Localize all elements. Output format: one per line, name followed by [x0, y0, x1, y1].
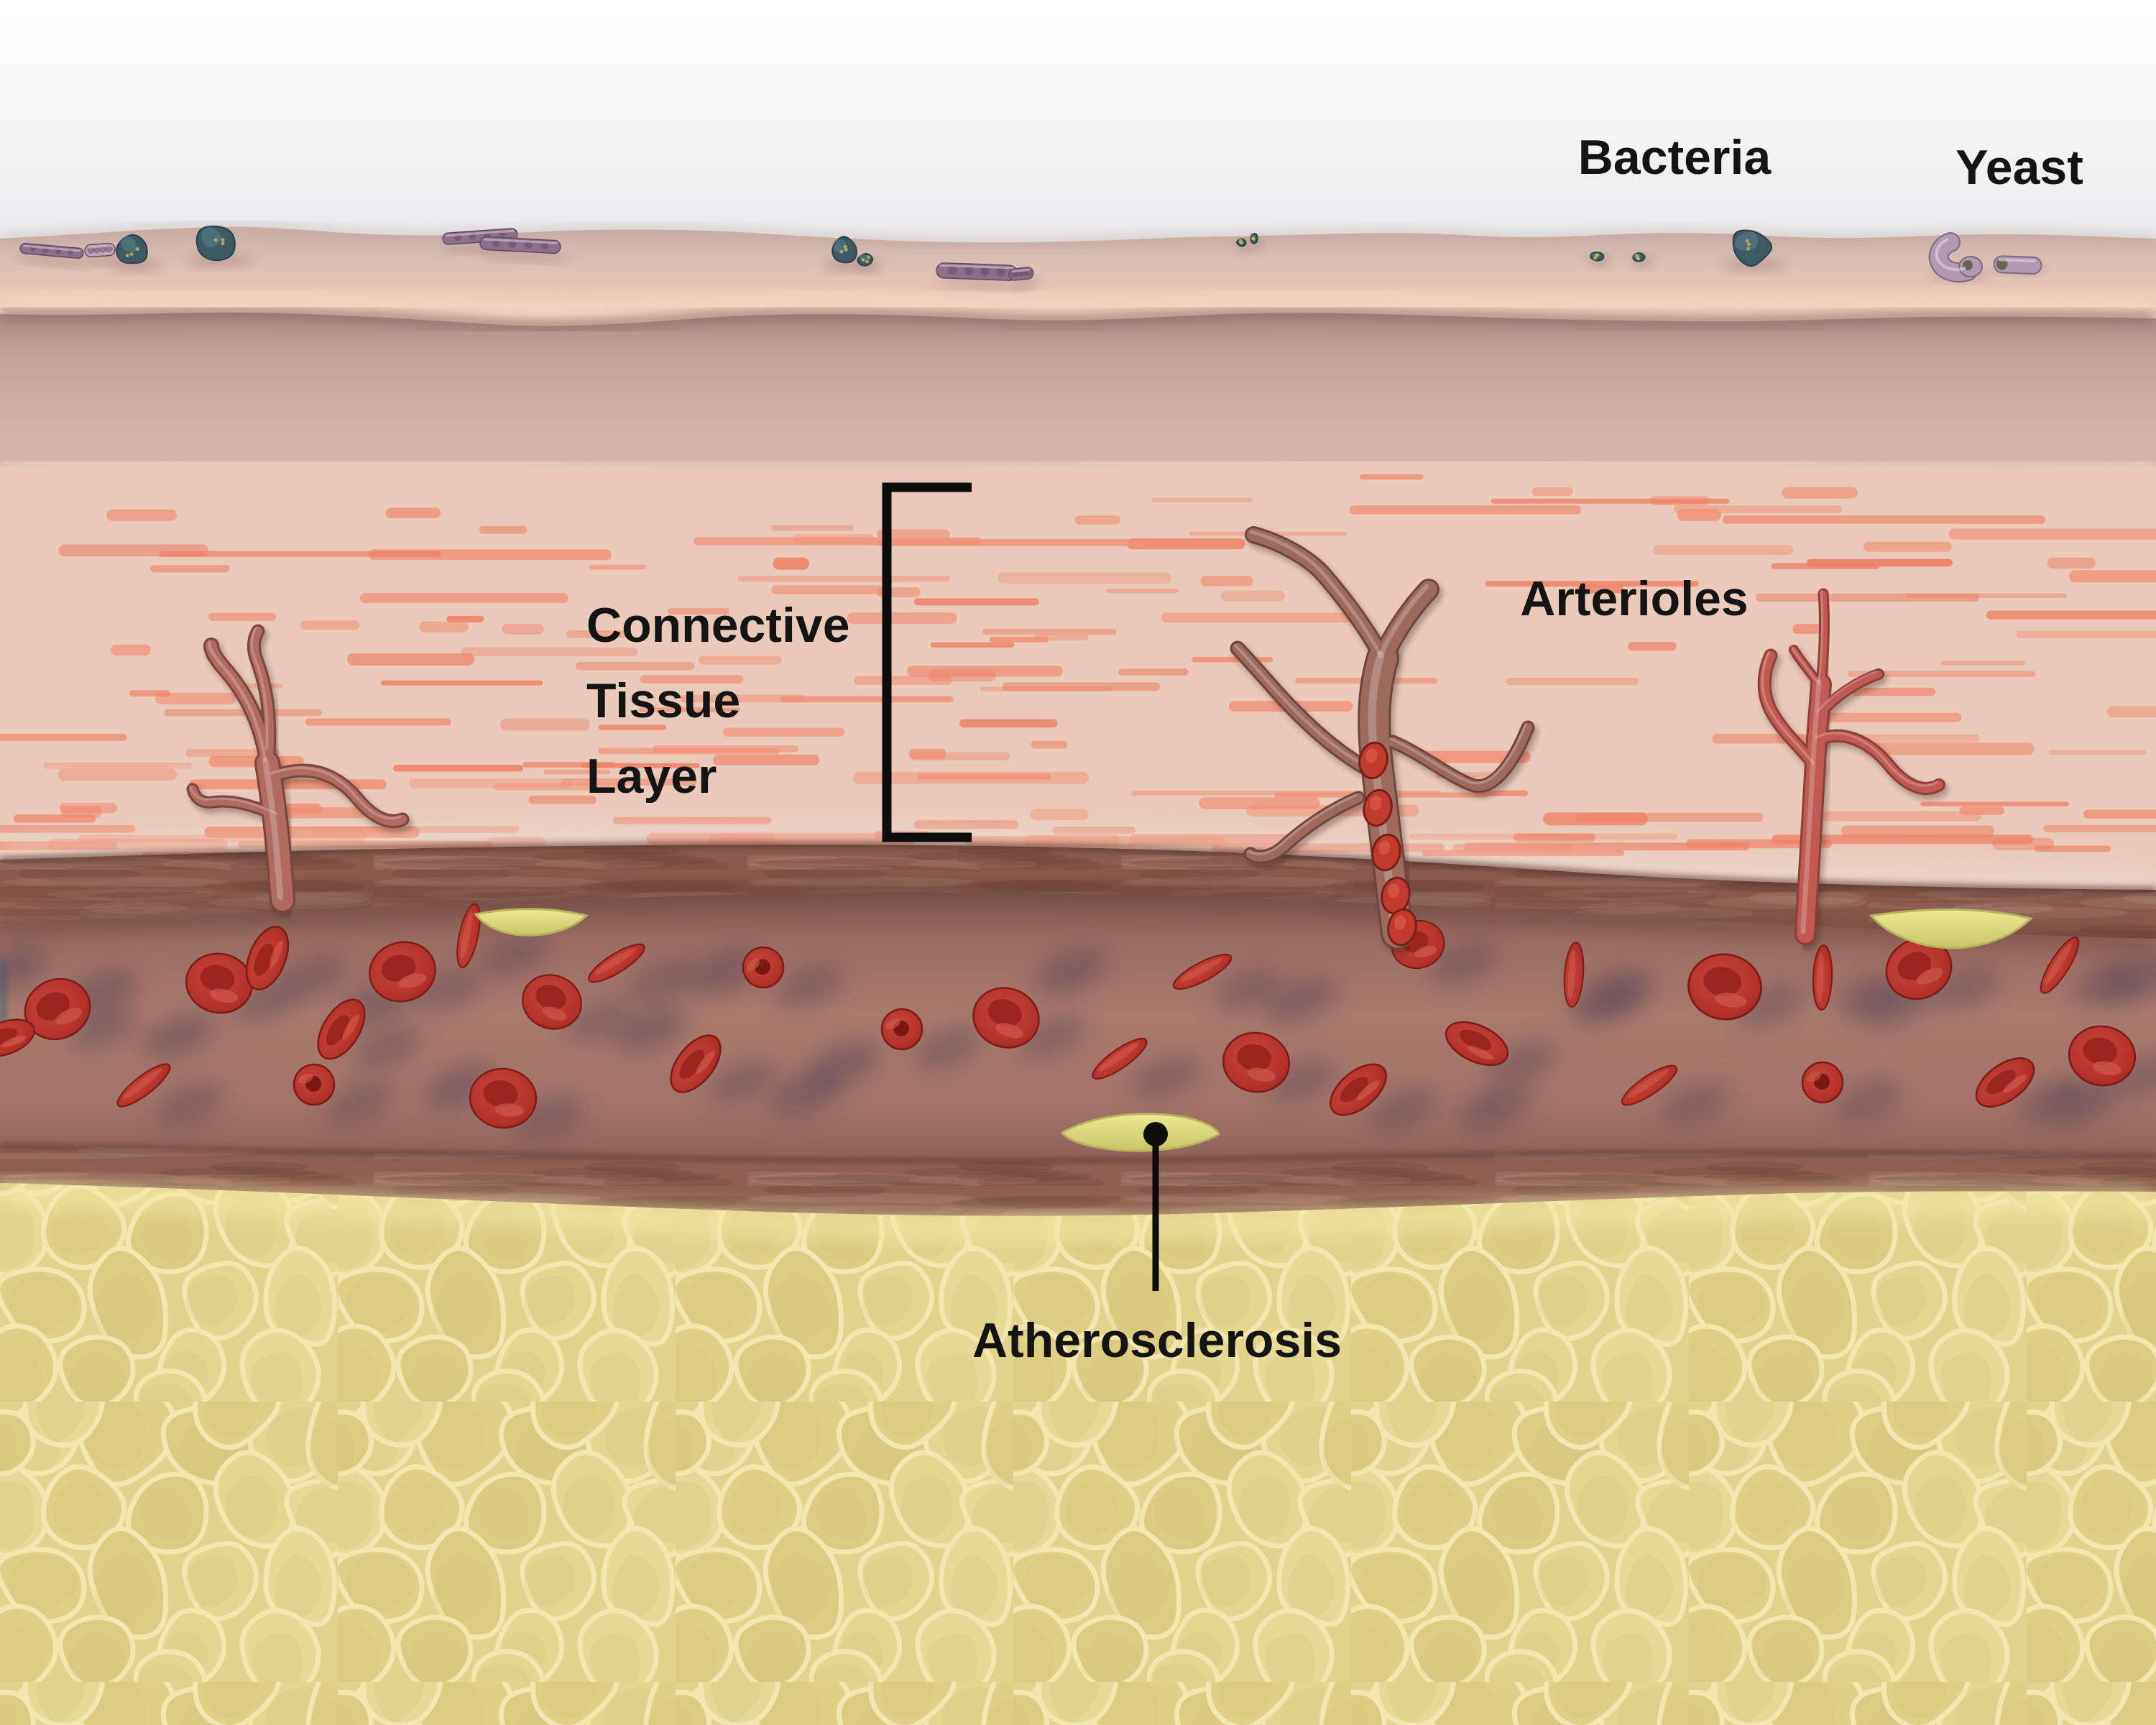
rbc-shadows	[0, 933, 2156, 1138]
arteriole-rbc	[1358, 741, 1388, 780]
red-blood-cell	[1975, 1057, 2035, 1108]
red-blood-cell	[742, 946, 785, 989]
red-blood-cell	[469, 1067, 538, 1129]
red-blood-cell	[185, 952, 254, 1014]
arterioles-group	[186, 526, 1949, 954]
plaque-top-right	[1869, 908, 2034, 949]
atherosclerosis-pointer-dot	[1143, 1122, 1168, 1146]
label-bacteria: Bacteria	[1578, 130, 1772, 185]
arteriole-center	[1230, 526, 1538, 954]
arteriole-rbc	[1371, 833, 1401, 872]
bacteria-rock	[856, 252, 882, 272]
plaque-bottom-center	[1060, 1113, 1220, 1152]
arteriole-rbc	[1387, 908, 1417, 947]
bacteria-rock	[1631, 252, 1654, 267]
red-blood-cell	[2068, 1025, 2137, 1087]
red-blood-cell	[1621, 1064, 1678, 1106]
plaque-top-left	[474, 908, 589, 937]
label-connective-line2: Tissue	[586, 673, 740, 728]
label-connective-line1: Connective	[586, 598, 850, 653]
bacteria-rock	[1250, 232, 1263, 249]
bacteria-rod	[84, 242, 124, 265]
red-blood-cell	[1885, 937, 1953, 1000]
red-blood-cell	[24, 978, 91, 1041]
red-blood-cell	[588, 943, 645, 983]
bacteria-rock	[1236, 238, 1252, 252]
annotations: Bacteria Yeast Connective Tissue Layer A…	[586, 130, 2083, 1368]
red-blood-cell	[245, 926, 290, 990]
red-blood-cells	[0, 903, 2137, 1129]
surface-fold-highlight	[0, 289, 2156, 321]
red-blood-cell	[456, 903, 481, 969]
red-blood-cell	[1687, 953, 1762, 1021]
red-blood-cell	[1812, 944, 1833, 1011]
label-atherosclerosis: Atherosclerosis	[972, 1313, 1342, 1368]
bacteria-rock	[109, 234, 162, 271]
red-blood-cell	[972, 987, 1040, 1049]
connective-bottom-glow	[0, 825, 2156, 889]
connective-tissue-bracket	[882, 482, 972, 842]
bacteria-rod	[1008, 267, 1041, 289]
bacteria-rock	[185, 225, 253, 267]
bacteria-rod	[932, 262, 1029, 290]
surface-microbes	[17, 225, 2046, 290]
arteriole-rbc	[1381, 876, 1411, 915]
bacteria-rock	[1588, 252, 1611, 267]
label-arterioles: Arterioles	[1520, 571, 1748, 626]
red-blood-cell	[1222, 1031, 1291, 1093]
red-blood-cell	[1801, 1061, 1844, 1104]
yeast-capsule-cell	[1989, 255, 2046, 275]
red-blood-cell	[1330, 1063, 1387, 1116]
red-blood-cell	[1445, 1021, 1509, 1067]
arteriole-rbc	[1363, 788, 1393, 827]
bacteria-rock	[1721, 229, 1786, 271]
arteriole-left	[186, 624, 413, 918]
red-blood-cell	[292, 1063, 336, 1106]
red-blood-cell	[0, 1018, 35, 1057]
red-blood-cell	[1563, 942, 1585, 1008]
red-blood-cell	[116, 1063, 171, 1108]
red-blood-cell	[317, 998, 366, 1060]
red-blood-cell	[369, 941, 436, 1003]
background-sky	[0, 0, 2156, 259]
red-blood-cell	[880, 1008, 923, 1051]
yeast-bent-cell	[1928, 232, 1989, 282]
red-blood-cell	[521, 974, 583, 1030]
bacteria-rod	[476, 236, 573, 262]
red-blood-cell	[670, 1034, 722, 1093]
red-blood-cell	[1092, 1038, 1148, 1080]
label-connective-line3: Layer	[586, 749, 717, 804]
arteriole-right	[1757, 588, 1949, 950]
atherosclerotic-plaques	[474, 908, 2034, 1152]
skin-surface-edge-shade	[0, 224, 2156, 246]
surface-fold-crease	[0, 307, 2156, 331]
label-yeast: Yeast	[1955, 140, 2083, 195]
red-blood-cell	[2040, 937, 2080, 994]
left-edge-partial-cell	[0, 960, 6, 1041]
subcutaneous-fat-layer	[0, 1183, 2156, 1725]
bacteria-rod	[17, 243, 93, 267]
red-blood-cell	[1172, 953, 1233, 990]
